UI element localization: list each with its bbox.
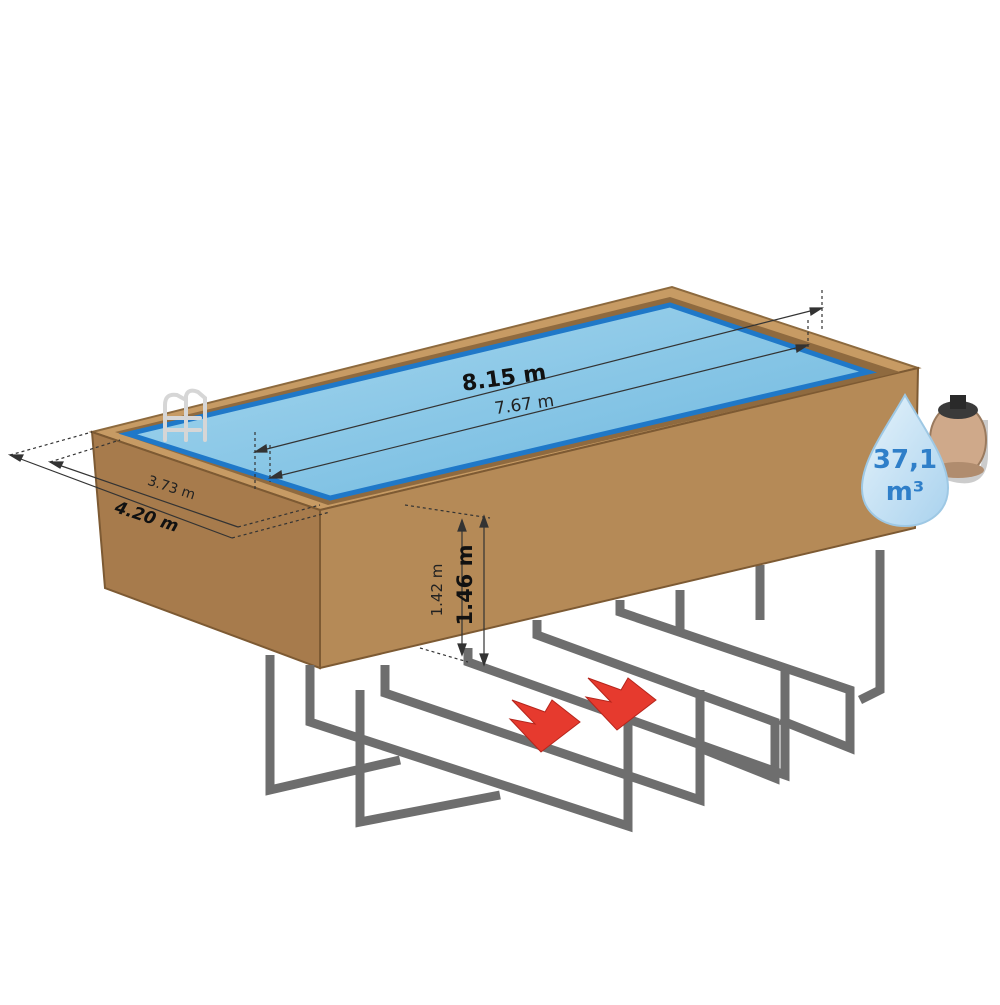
water-drop-icon bbox=[860, 392, 950, 528]
support-leg bbox=[857, 550, 885, 705]
outer-height-label: 1.46 m bbox=[453, 544, 477, 625]
pool-body bbox=[88, 285, 922, 670]
pool-ladder bbox=[163, 388, 207, 442]
outer-width-line bbox=[9, 454, 233, 539]
arrow-down-icon bbox=[584, 677, 657, 731]
volume-unit: m³ bbox=[886, 477, 924, 507]
dimension-lines bbox=[7, 290, 825, 667]
inner-height-label: 1.42 m bbox=[428, 564, 446, 617]
inner-width-line bbox=[49, 461, 239, 528]
inner-length-line bbox=[269, 344, 809, 479]
support-leg bbox=[615, 600, 855, 755]
arrow-down-icon bbox=[508, 699, 581, 753]
pool-side-front bbox=[319, 366, 920, 670]
support-leg bbox=[532, 620, 780, 785]
pool-water bbox=[118, 302, 878, 501]
down-arrows bbox=[508, 677, 657, 753]
volume-value: 37,1 bbox=[873, 445, 937, 475]
water-volume-badge: 37,1 m³ bbox=[860, 392, 950, 528]
outer-length-line bbox=[254, 307, 823, 453]
support-frame-back bbox=[532, 550, 885, 785]
support-leg bbox=[355, 690, 501, 828]
